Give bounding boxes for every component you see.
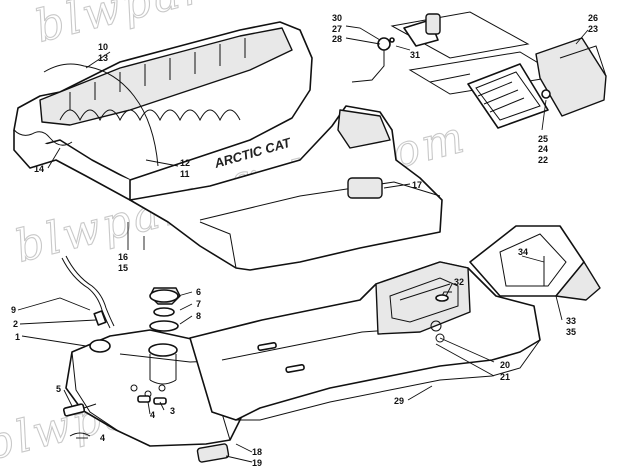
callout-24: 24 [538,144,548,154]
callout-3: 3 [170,406,175,416]
callout-32: 32 [454,277,464,287]
callout-35: 35 [566,327,576,337]
callout-25: 25 [538,134,548,144]
drain-clip [196,443,230,463]
callout-12: 12 [180,158,190,168]
callout-34: 34 [518,247,528,257]
callout-22: 22 [538,155,548,165]
callout-28: 28 [332,34,342,44]
callout-20: 20 [500,360,510,370]
fuel-cap [149,287,181,332]
callout-1: 1 [15,332,20,342]
callout-4-left: 4 [100,433,105,443]
callout-10: 10 [98,42,108,52]
leader-lines [17,25,589,463]
callout-5: 5 [56,384,61,394]
callout-16: 16 [118,252,128,262]
seat-cushion [13,21,313,201]
callout-8: 8 [196,311,201,321]
callout-18: 18 [252,447,262,457]
callout-30: 30 [332,13,342,23]
callout-33: 33 [566,316,576,326]
seat-base-housing: ARCTIC CAT [129,105,443,271]
callout-labels: 30 27 28 31 26 23 25 24 22 10 13 14 12 1… [11,13,598,468]
callout-9: 9 [11,305,16,315]
callout-26: 26 [588,13,598,23]
seat-latch-pad [347,177,383,199]
callout-31: 31 [410,50,420,60]
callout-2: 2 [13,319,18,329]
console-tunnel [189,261,541,421]
callout-4-center: 4 [150,410,155,420]
callout-15: 15 [118,263,128,273]
callout-27: 27 [332,24,342,34]
callout-11: 11 [180,169,190,179]
callout-19: 19 [252,458,262,468]
callout-23: 23 [588,24,598,34]
callout-6: 6 [196,287,201,297]
callout-29: 29 [394,396,404,406]
fuel-hose [61,255,115,329]
callout-21: 21 [500,372,510,382]
callout-17: 17 [412,180,422,190]
taillight-assembly [351,11,607,129]
fuel-filter-fittings [62,395,167,437]
callout-7: 7 [196,299,201,309]
callout-13: 13 [98,53,108,63]
callout-14: 14 [34,164,44,174]
rear-bracket [469,225,601,301]
